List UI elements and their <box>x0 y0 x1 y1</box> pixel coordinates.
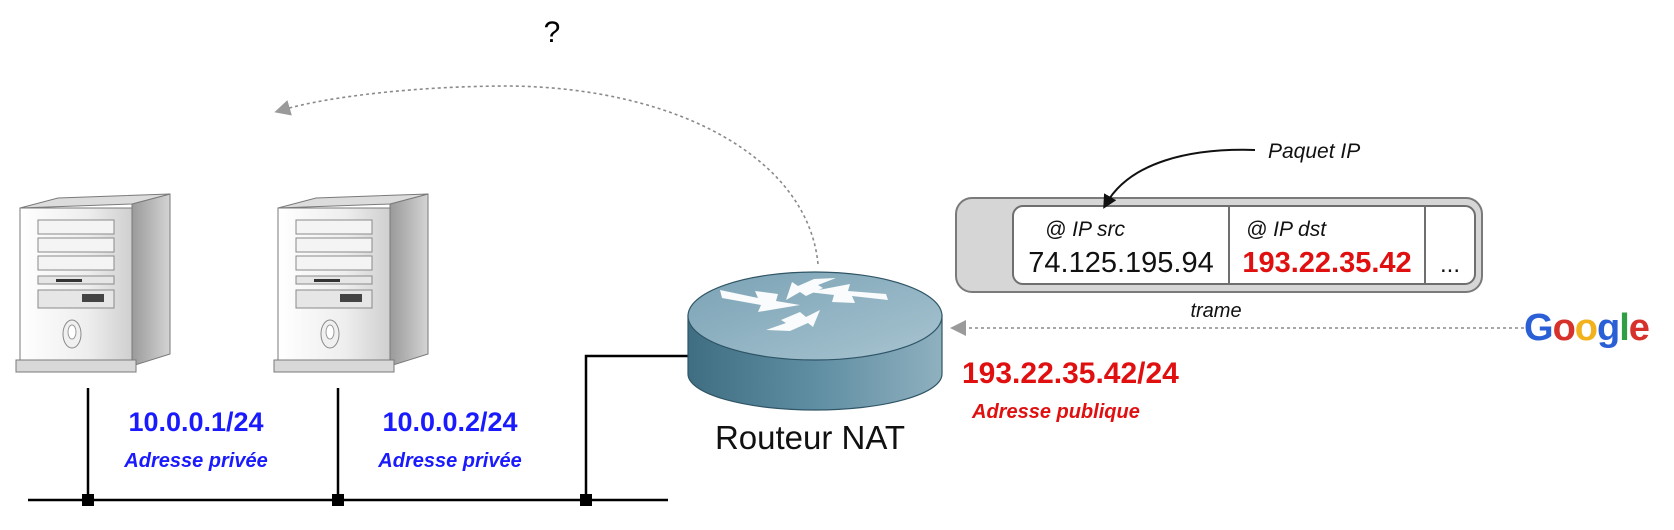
svg-text:Google: Google <box>1524 307 1649 349</box>
packet-label: Paquet IP <box>1268 140 1360 163</box>
host1-address: 10.0.0.1/24 <box>128 407 263 437</box>
src-header: @ IP src <box>1045 218 1126 241</box>
bus-tap-2 <box>332 494 344 506</box>
router-public-address: 193.22.35.42/24 <box>962 357 1179 390</box>
unknown-destination-arrow <box>274 85 819 265</box>
host2-address: 10.0.0.2/24 <box>382 407 517 437</box>
host2-computer-icon <box>273 193 429 373</box>
dst-value: 193.22.35.42 <box>1242 247 1411 279</box>
ip-packet-box <box>1012 205 1476 285</box>
more-fields: ... <box>1440 251 1460 278</box>
question-mark: ? <box>544 16 561 49</box>
bus-tap-1 <box>82 494 94 506</box>
host2-address-type: Adresse privée <box>377 450 521 472</box>
router-public-address-type: Adresse publique <box>971 401 1140 423</box>
src-value: 74.125.195.94 <box>1028 247 1213 279</box>
host1-address-type: Adresse privée <box>123 450 267 472</box>
router-name: Routeur NAT <box>715 419 905 456</box>
host1-computer-icon <box>15 193 171 373</box>
router-link <box>584 354 688 500</box>
frame-caption: trame <box>1190 300 1241 322</box>
router-icon <box>687 271 943 411</box>
bus-tap-3 <box>580 494 592 506</box>
google-logo: Google <box>1524 307 1650 349</box>
dst-header: @ IP dst <box>1246 218 1327 241</box>
packet-pointer-arrow <box>1103 148 1256 209</box>
